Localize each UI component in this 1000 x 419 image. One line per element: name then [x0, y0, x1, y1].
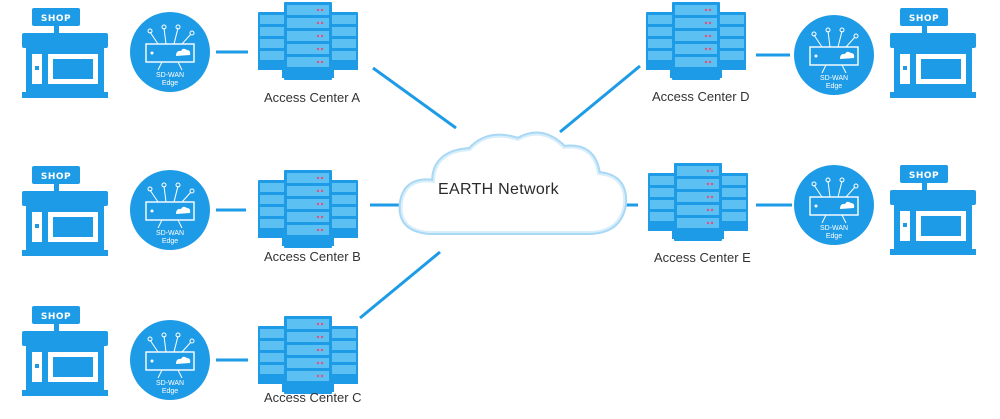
server-rack-icon — [258, 170, 358, 248]
shop-sign-label: SHOP — [41, 14, 71, 24]
edge-label-sub: Edge — [162, 388, 178, 395]
access-center-label-b: Access Center B — [264, 249, 361, 264]
access-center-label-a: Access Center A — [264, 90, 361, 105]
link-center-c-cloud — [359, 250, 441, 320]
link-center-d-cloud — [559, 64, 641, 134]
access-center-label-c: Access Center C — [264, 390, 362, 405]
edge-label: SD-WAN — [156, 72, 184, 79]
shop-icon: SHOP — [890, 8, 976, 98]
edge-label-sub: Edge — [826, 83, 842, 90]
cloud-icon — [398, 131, 628, 235]
sd-wan-edge-icon: SD-WAN Edge — [129, 169, 211, 251]
edge-label: SD-WAN — [156, 380, 184, 387]
edge-label: SD-WAN — [820, 225, 848, 232]
shop-icon: SHOP — [22, 306, 108, 396]
edge-label: SD-WAN — [156, 230, 184, 237]
shop-icon: SHOP — [22, 166, 108, 256]
access-center-label-e: Access Center E — [654, 250, 751, 265]
link-center-a-cloud — [372, 66, 457, 130]
edge-label-sub: Edge — [162, 80, 178, 87]
edge-label-sub: Edge — [162, 238, 178, 245]
shop-icon: SHOP — [22, 8, 108, 98]
shop-sign-label: SHOP — [41, 172, 71, 182]
server-rack-icon — [646, 2, 746, 80]
shop-icon: SHOP — [890, 165, 976, 255]
server-rack-icon — [258, 316, 358, 394]
access-center-label-d: Access Center D — [652, 89, 750, 104]
sd-wan-edge-icon: SD-WAN Edge — [129, 11, 211, 93]
sd-wan-edge-icon: SD-WAN Edge — [129, 319, 211, 401]
sd-wan-edge-icon: SD-WAN Edge — [793, 14, 875, 96]
edge-label: SD-WAN — [820, 75, 848, 82]
server-rack-icon — [258, 2, 358, 80]
edge-label-sub: Edge — [826, 233, 842, 240]
shop-sign-label: SHOP — [909, 14, 939, 24]
connection-lines — [216, 50, 792, 362]
sd-wan-edge-icon: SD-WAN Edge — [793, 164, 875, 246]
shop-sign-label: SHOP — [41, 312, 71, 322]
shop-sign-label: SHOP — [909, 171, 939, 181]
network-label: EARTH Network — [438, 181, 559, 198]
server-rack-icon — [648, 163, 748, 241]
